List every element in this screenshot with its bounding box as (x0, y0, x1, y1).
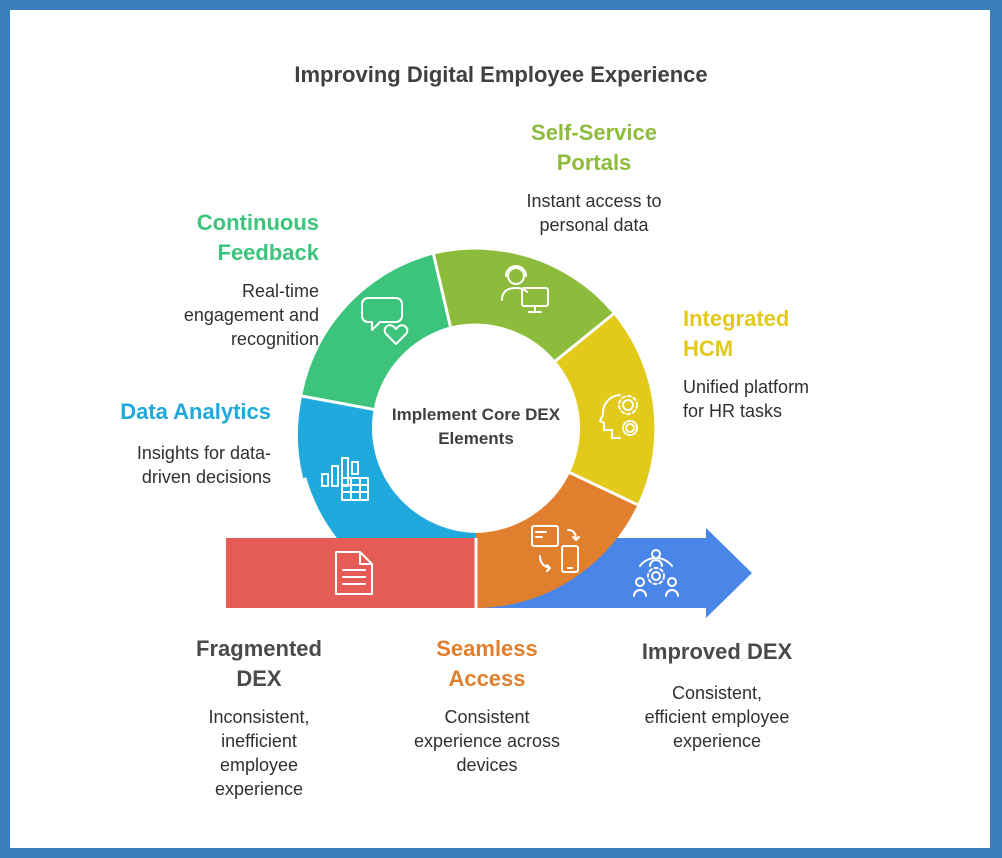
continuous-feedback-description-line-1: Real-time (241, 281, 319, 301)
integrated-hcm-description-line-1: Unified platform (683, 377, 810, 397)
self-service-heading: Self-Service Portals (494, 118, 694, 178)
fragmented-dex-heading-line-2: DEX (236, 666, 282, 691)
team-gear-icon (633, 549, 679, 597)
fragmented-dex-heading-line-1: Fragmented (196, 636, 322, 661)
integrated-hcm-heading-line-2: HCM (683, 336, 734, 361)
continuous-feedback-heading-line-2: Feedback (217, 240, 320, 265)
integrated-hcm-description: Unified platform for HR tasks (683, 375, 883, 423)
ring-center (372, 324, 580, 532)
seamless-access-description-line-3: devices (456, 755, 518, 775)
data-analytics-heading: Data Analytics (71, 397, 271, 427)
improved-dex-description: Consistent, efficient employee experienc… (607, 681, 827, 753)
seamless-access-description-line-2: experience across (413, 731, 561, 751)
device-sync-icon (531, 525, 580, 573)
center-label-line-1: Implement Core DEX (391, 405, 561, 424)
chat-heart-icon (361, 297, 409, 345)
data-analytics-description-line-2: driven decisions (141, 467, 271, 487)
ring-segment-seamless-access-front (476, 472, 638, 608)
seamless-access-description-line-1: Consistent (444, 707, 530, 727)
seamless-access-heading: Seamless Access (387, 634, 587, 694)
bar-chart-table-icon (321, 457, 369, 501)
fragmented-dex-description-line-1: Inconsistent, (208, 707, 310, 727)
page-title: Improving Digital Employee Experience (294, 62, 708, 87)
fragmented-dex-heading: Fragmented DEX (159, 634, 359, 694)
fragmented-dex-description-line-3: employee (219, 755, 299, 775)
continuous-feedback-description-line-3: recognition (230, 329, 319, 349)
improved-dex-heading: Improved DEX (607, 637, 827, 667)
data-analytics-heading-line-1: Data Analytics (120, 399, 271, 424)
self-service-heading-line-2: Portals (556, 150, 632, 175)
improved-dex-description-line-2: efficient employee (644, 707, 790, 727)
fragmented-dex-description-line-2: inefficient (221, 731, 297, 751)
improved-dex-heading-line-1: Improved DEX (641, 639, 793, 664)
integrated-hcm-heading: Integrated HCM (683, 304, 883, 364)
continuous-feedback-description-line-2: engagement and (183, 305, 319, 325)
integrated-hcm-heading-line-1: Integrated (683, 306, 790, 331)
center-label: Implement Core DEX Elements (373, 403, 579, 451)
head-gears-icon (599, 394, 638, 439)
support-agent-monitor-icon (501, 265, 549, 313)
ring-dividers (301, 254, 639, 608)
improved-dex-description-line-1: Consistent, (671, 683, 763, 703)
data-analytics-description-line-1: Insights for data- (136, 443, 271, 463)
document-icon (335, 551, 373, 595)
seamless-access-heading-line-1: Seamless (436, 636, 538, 661)
fragmented-dex-bar-front (226, 538, 476, 608)
seamless-access-description: Consistent experience across devices (377, 705, 597, 777)
fragmented-dex-description: Inconsistent, inefficient employee exper… (159, 705, 359, 801)
improved-dex-description-line-3: experience (672, 731, 762, 751)
seamless-access-heading-line-2: Access (448, 666, 526, 691)
integrated-hcm-description-line-2: for HR tasks (683, 401, 783, 421)
self-service-heading-line-1: Self-Service (531, 120, 657, 145)
continuous-feedback-description: Real-time engagement and recognition (119, 279, 319, 351)
ring-segment-integrated-hcm (555, 313, 655, 505)
data-analytics-description: Insights for data- driven decisions (71, 441, 271, 489)
self-service-description: Instant access to personal data (494, 189, 694, 237)
ring-segment-continuous-feedback (302, 254, 451, 410)
fragmented-dex-description-line-4: experience (214, 779, 304, 799)
self-service-description-line-2: personal data (539, 215, 649, 235)
self-service-description-line-1: Instant access to (526, 191, 662, 211)
center-label-line-2: Elements (438, 429, 514, 448)
continuous-feedback-heading-line-1: Continuous (196, 210, 319, 235)
continuous-feedback-heading: Continuous Feedback (119, 208, 319, 268)
